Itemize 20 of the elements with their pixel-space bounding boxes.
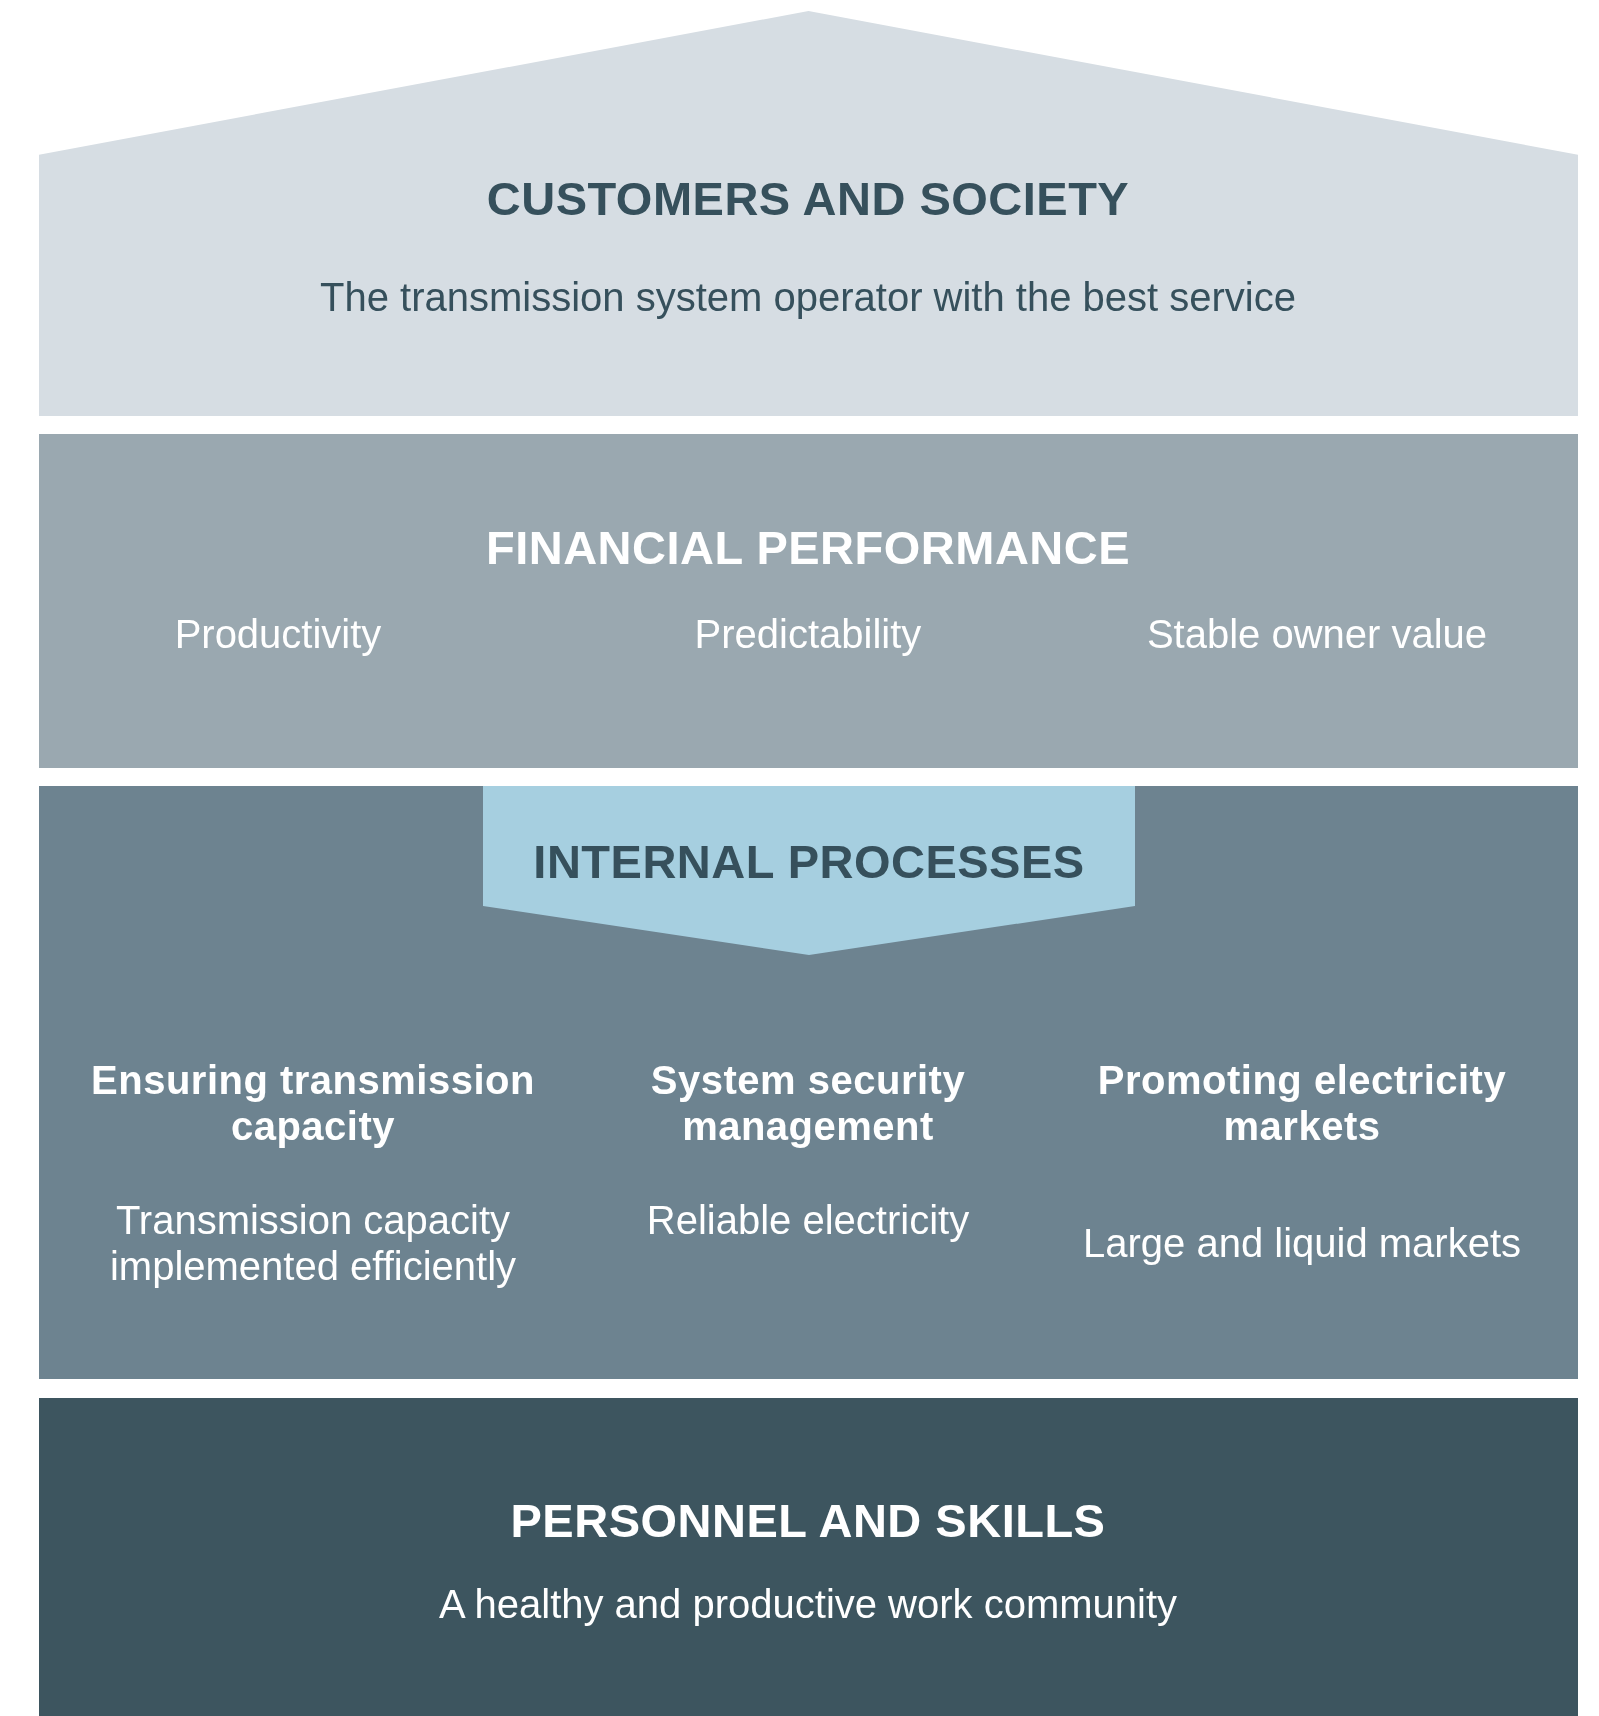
title: INTERNAL PROCESSES	[532, 835, 1086, 889]
band	[39, 434, 1578, 768]
title: CUSTOMERS AND SOCIETY	[485, 172, 1131, 226]
subtitle: The transmission system operator with the best service	[319, 274, 1297, 320]
column-heading: Ensuring transmission capacity	[90, 1057, 536, 1149]
column-text: Transmission capacity implemented efficiently	[108, 1197, 518, 1289]
band	[39, 786, 1578, 1379]
column-heading: Promoting electricity markets	[1096, 1057, 1508, 1149]
band	[39, 1398, 1578, 1716]
column-text: Large and liquid markets	[1082, 1220, 1522, 1266]
item-text: Predictability	[693, 611, 923, 657]
chevron-banner	[483, 786, 1135, 955]
title: PERSONNEL AND SKILLS	[509, 1494, 1107, 1548]
subtitle: A healthy and productive work community	[437, 1581, 1179, 1627]
item-text: Stable owner value	[1145, 611, 1489, 657]
column-text: Reliable electricity	[645, 1197, 971, 1243]
column-heading: System security management	[649, 1057, 967, 1149]
title: FINANCIAL PERFORMANCE	[484, 521, 1132, 575]
item-text: Productivity	[173, 611, 383, 657]
roof-band	[39, 11, 1578, 416]
